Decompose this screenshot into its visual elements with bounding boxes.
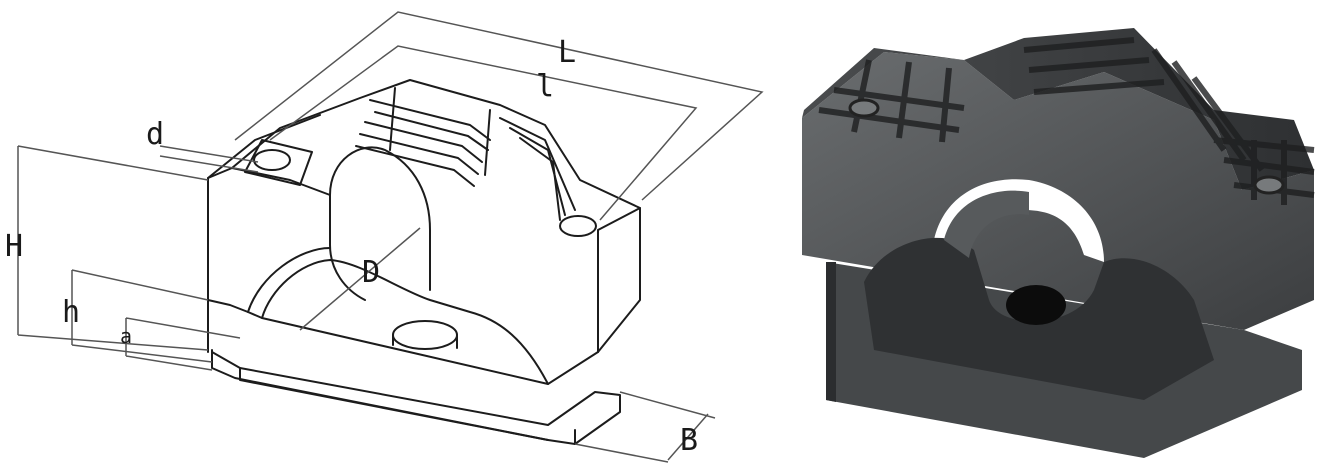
center-hole — [392, 320, 458, 350]
dimension-label-B: B — [680, 423, 699, 458]
dimension-label-l: l — [536, 69, 555, 104]
dimension-label-D: D — [362, 255, 381, 290]
product-center-hole — [1006, 285, 1066, 325]
cable-bore — [329, 146, 431, 291]
dimension-label-a: a — [120, 324, 133, 348]
lower-part-outline — [211, 349, 621, 445]
product-saddle — [864, 237, 1214, 400]
lower-saddle — [261, 259, 549, 385]
mounting-hole-right — [559, 215, 597, 237]
dimension-label-h: h — [62, 295, 81, 330]
dimension-label-d: d — [146, 117, 165, 152]
product-top-grid — [802, 28, 1314, 190]
clamp-technical-drawing — [17, 11, 764, 463]
upper-part-front — [207, 167, 331, 301]
ribs — [355, 87, 576, 221]
product-mounting-hole-right — [1253, 175, 1285, 195]
dimension-label-H: H — [5, 229, 24, 264]
product-mounting-hole-left — [848, 98, 880, 118]
dimension-label-L: L — [558, 35, 577, 70]
clamp-product-image — [802, 28, 1315, 458]
upper-part-top — [231, 79, 641, 209]
mounting-hole-left — [253, 149, 291, 171]
lower-part-top — [207, 299, 599, 385]
